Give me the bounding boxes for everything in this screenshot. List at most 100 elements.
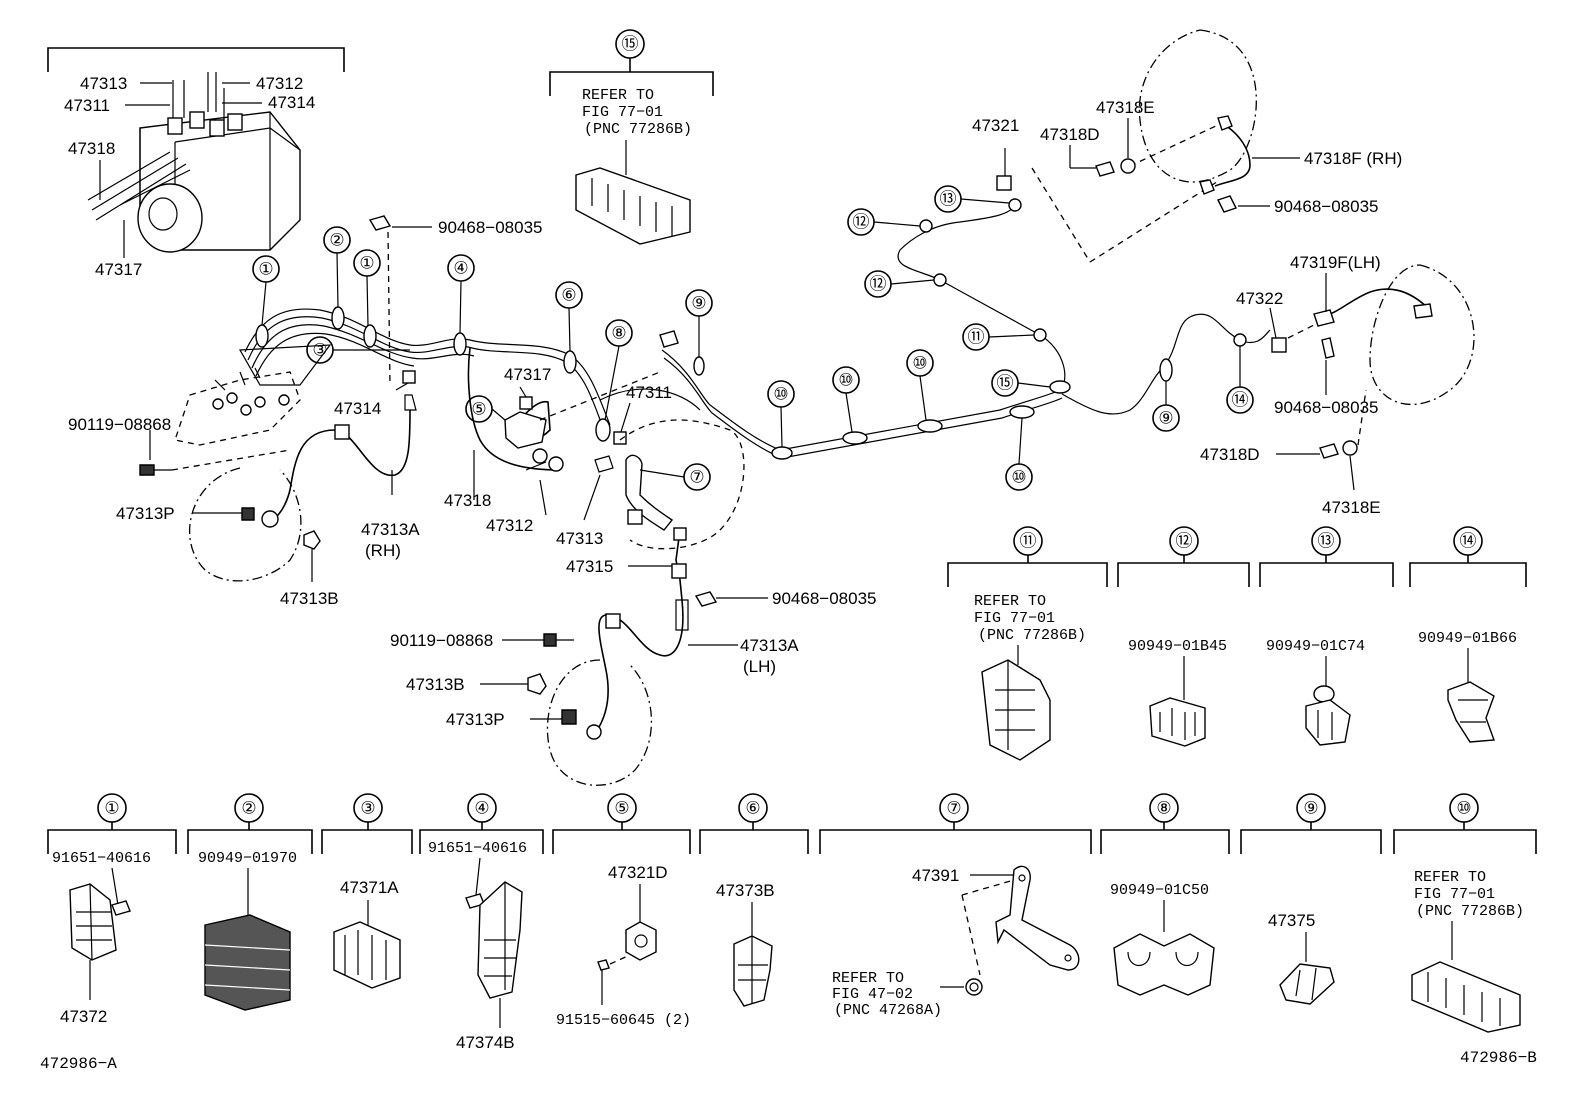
label-47315: 47315 (566, 557, 613, 576)
box1-part-b: 47372 (60, 1007, 107, 1026)
label-47313-b: 47313 (556, 529, 603, 548)
callout-12a: ⑫ (853, 213, 870, 232)
callout-2a: ② (329, 231, 344, 250)
label-47312-top: 47312 (256, 74, 303, 93)
box-6-detail: ⑥ 47373B (699, 793, 809, 1007)
label-47311-top: 47311 (64, 96, 110, 115)
box2-number: ② (241, 799, 256, 818)
box15-refer-line1: REFER TO (582, 87, 654, 104)
box4-number: ④ (474, 799, 489, 818)
label-47318-b: 47318 (444, 491, 491, 510)
box4-part-b: 47374B (456, 1033, 515, 1052)
box1-part-a: 91651−40616 (52, 850, 151, 867)
box8-number: ⑧ (1156, 799, 1171, 818)
box6-number: ⑥ (745, 799, 760, 818)
callout-13a: ⑬ (940, 190, 957, 209)
callout-10a: ⑩ (773, 385, 788, 404)
label-90468-b: 90468−08035 (772, 589, 876, 608)
callout-9b: ⑨ (1158, 409, 1173, 428)
label-47321: 47321 (972, 116, 1019, 135)
diagram-id-left: 472986−A (40, 1055, 117, 1073)
box15-refer-line3: (PNC 77286B) (584, 121, 692, 138)
callout-6a: ⑥ (561, 286, 576, 305)
callout-5a: ⑤ (471, 400, 486, 419)
box8-part: 90949−01C50 (1110, 882, 1209, 899)
box-11-detail: ⑪ REFER TO FIG 77−01 (PNC 77286B) (947, 526, 1108, 761)
box11-refer-line1: REFER TO (974, 593, 1046, 610)
box5-number: ⑤ (614, 799, 629, 818)
label-47317-top: 47317 (95, 260, 142, 279)
callout-1b: ① (359, 254, 374, 273)
box6-part: 47373B (716, 881, 775, 900)
label-47311-b: 47311 (626, 383, 672, 402)
label-47318D-b: 47318D (1200, 445, 1260, 464)
box-9-detail: ⑨ 47375 (1240, 793, 1382, 1005)
label-47318-top: 47318 (68, 139, 115, 158)
abs-actuator-body (137, 111, 301, 253)
callout-14a: ⑭ (1232, 391, 1249, 410)
box7-refer-line2: FIG 47−02 (832, 986, 913, 1003)
callout-11a: ⑪ (968, 328, 985, 347)
label-47313A-lh: 47313A (740, 636, 799, 655)
box12-number: ⑫ (1176, 532, 1193, 551)
box7-refer-line3: (PNC 47268A) (834, 1002, 942, 1019)
label-47313-top: 47313 (80, 74, 127, 93)
box7-part: 47391 (912, 866, 959, 885)
label-47313P-b: 47313P (446, 710, 505, 729)
label-47322: 47322 (1236, 289, 1283, 308)
callout-7a: ⑦ (689, 468, 704, 487)
label-47313B-a: 47313B (280, 589, 339, 608)
label-47317-b: 47317 (504, 365, 551, 384)
label-47314-top: 47314 (268, 93, 315, 112)
callout-12b: ⑫ (870, 275, 887, 294)
callout-8a: ⑧ (611, 324, 626, 343)
callout-4a: ④ (453, 259, 468, 278)
label-47313P-a: 47313P (116, 504, 175, 523)
box-5-detail: ⑤ 47321D 91515−60645 (2) (552, 793, 691, 1029)
label-90468-d: 90468−08035 (1274, 398, 1378, 417)
label-47318E-a: 47318E (1096, 98, 1155, 117)
callout-10b: ⑩ (838, 371, 853, 390)
box9-number: ⑨ (1303, 799, 1318, 818)
callout-9a: ⑨ (691, 294, 706, 313)
callout-markers: ① ② ① ③ ④ ⑤ ⑥ ⑦ ⑧ ⑨ ⑩ ⑩ ⑩ ⑩ ⑪ ⑫ ⑫ ⑬ ⑭ ⑮ … (252, 185, 1254, 491)
label-90119-a: 90119−08868 (68, 415, 171, 434)
callout-10c: ⑩ (912, 354, 927, 373)
callout-3a: ③ (312, 341, 327, 360)
label-47318F: 47318F (RH) (1304, 149, 1402, 168)
label-47313B-b: 47313B (406, 675, 465, 694)
box10-number: ⑩ (1456, 799, 1471, 818)
box13-part: 90949−01C74 (1266, 638, 1365, 655)
box9-part: 47375 (1268, 911, 1315, 930)
box11-number: ⑪ (1020, 532, 1037, 551)
box-15-detail: ⑪ ⑮ REFER TO FIG 77−01 (PNC 77286B) (549, 29, 714, 245)
box12-part: 90949−01B45 (1128, 638, 1227, 655)
box-7-detail: ⑦ 47391 REFER TO FIG 47−02 (PNC 47268A) (819, 793, 1092, 1019)
box5-part-a: 47321D (608, 863, 668, 882)
box10-refer-line2: FIG 77−01 (1414, 886, 1495, 903)
label-47319F: 47319F(LH) (1290, 253, 1381, 272)
box15-refer-line2: FIG 77−01 (582, 104, 663, 121)
box-1-detail: ① 91651−40616 47372 (47, 793, 177, 1026)
box2-part: 90949−01970 (198, 850, 297, 867)
label-90468-c: 90468−08035 (1274, 197, 1378, 216)
label-47313A-rh: 47313A (361, 520, 420, 539)
box4-part-a: 91651−40616 (428, 840, 527, 857)
label-90468-a: 90468−08035 (438, 218, 542, 237)
box-3-detail: ③ 47371A (321, 793, 413, 989)
box-14-detail: ⑭ 90949−01B66 (1409, 526, 1527, 743)
label-47312-b: 47312 (486, 516, 533, 535)
box-12-detail: ⑫ 90949−01B45 (1117, 526, 1250, 747)
box7-refer-line1: REFER TO (832, 970, 904, 987)
box3-number: ③ (360, 799, 375, 818)
box1-number: ① (104, 799, 119, 818)
abs-actuator-inset: 47313 47312 47311 47314 47318 47317 (47, 47, 345, 279)
box3-part: 47371A (340, 878, 399, 897)
box-8-detail: ⑧ 90949−01C50 (1100, 793, 1230, 996)
callout-15-header-label: ⑮ (622, 35, 639, 54)
box14-part: 90949−01B66 (1418, 630, 1517, 647)
box5-part-b: 91515−60645 (2) (556, 1012, 691, 1029)
box11-refer-line2: FIG 77−01 (974, 610, 1055, 627)
diagram-id-right: 472986−B (1460, 1049, 1537, 1067)
callout-15a: ⑮ (997, 374, 1014, 393)
